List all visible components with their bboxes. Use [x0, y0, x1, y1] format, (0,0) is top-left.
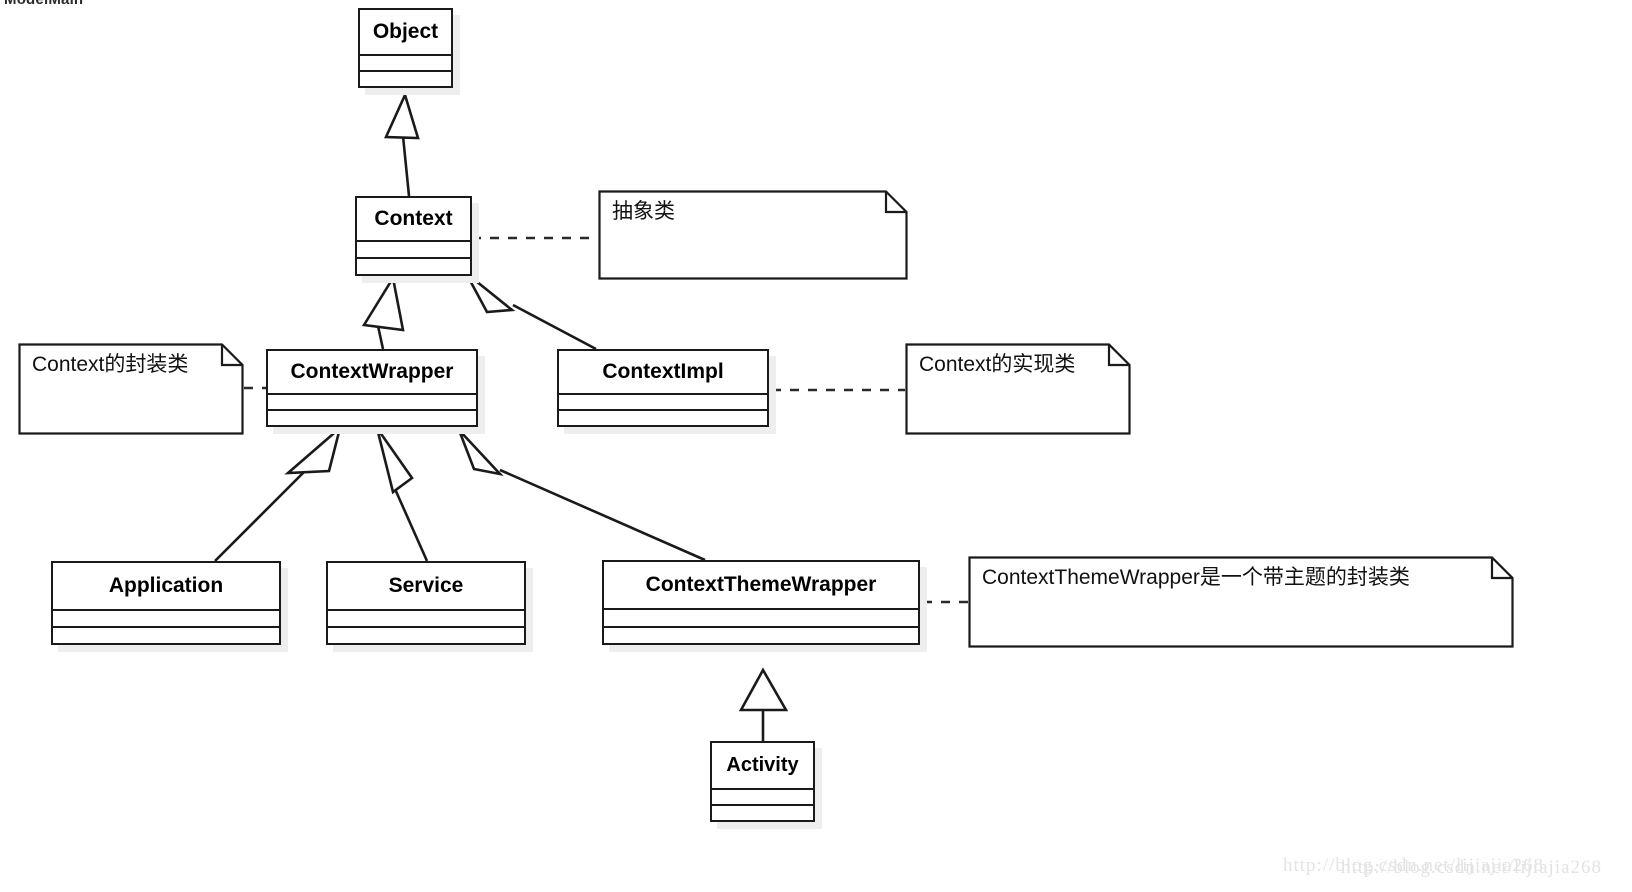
generalization-application-to-contextwrapper: [214, 424, 343, 562]
class-box-application[interactable]: Application: [51, 561, 288, 652]
class-operations-contextthemewrapper: [604, 628, 918, 644]
note-context-impl[interactable]: Context的实现类: [905, 343, 1131, 435]
note-shape: [598, 190, 908, 280]
class-operations-contextwrapper: [268, 411, 476, 425]
class-name-contextwrapper: ContextWrapper: [268, 351, 476, 395]
generalization-contextimpl-to-context: [464, 271, 597, 351]
generalization-activity-to-contextthemewrapper: [738, 667, 789, 741]
page-title: ModelMain: [4, 0, 83, 8]
note-context-theme-wrapper[interactable]: ContextThemeWrapper是一个带主题的封装类: [968, 556, 1514, 648]
class-box-contextthemewrapper[interactable]: ContextThemeWrapper: [602, 560, 927, 652]
class-box-context[interactable]: Context: [355, 196, 479, 283]
note-text-context-wrapper: Context的封装类: [32, 353, 189, 376]
watermark-url-primary: http://blog.csdn.net/lijiajia268: [1283, 855, 1545, 876]
box-body: ContextThemeWrapper: [602, 560, 920, 645]
class-operations-context: [357, 259, 470, 274]
note-text-context-theme-wrapper: ContextThemeWrapper是一个带主题的封装类: [982, 566, 1410, 589]
class-attributes-object: [360, 56, 451, 72]
note-shape: [18, 343, 244, 435]
class-name-object: Object: [360, 10, 451, 56]
class-operations-activity: [712, 806, 813, 820]
class-attributes-contextimpl: [559, 395, 767, 411]
box-body: Application: [51, 561, 281, 645]
watermark-url-secondary: http://blog.csdn.net/lijiajia268: [1341, 857, 1603, 878]
class-operations-service: [328, 628, 524, 643]
class-box-contextimpl[interactable]: ContextImpl: [557, 349, 776, 434]
class-attributes-context: [357, 242, 470, 259]
class-attributes-contextwrapper: [268, 395, 476, 411]
class-name-context: Context: [357, 198, 470, 242]
class-name-contextthemewrapper: ContextThemeWrapper: [604, 562, 918, 610]
class-attributes-contextthemewrapper: [604, 610, 918, 628]
class-box-service[interactable]: Service: [326, 561, 533, 652]
box-body: Object: [358, 8, 453, 88]
note-shape: [968, 556, 1514, 648]
class-name-service: Service: [328, 563, 524, 611]
note-text-context-impl: Context的实现类: [919, 353, 1076, 376]
class-operations-application: [53, 628, 279, 643]
generalization-contextwrapper-to-context: [361, 274, 405, 350]
class-name-application: Application: [53, 563, 279, 611]
box-body: Activity: [710, 741, 815, 822]
note-abstract[interactable]: 抽象类: [598, 190, 908, 280]
note-text-abstract: 抽象类: [612, 200, 675, 223]
generalization-contextthemewrapper-to-contextwrapper: [457, 429, 706, 562]
class-attributes-service: [328, 611, 524, 628]
class-attributes-application: [53, 611, 279, 628]
box-body: ContextWrapper: [266, 349, 478, 427]
box-body: Context: [355, 196, 472, 276]
class-name-contextimpl: ContextImpl: [559, 351, 767, 395]
class-operations-object: [360, 72, 451, 86]
box-body: ContextImpl: [557, 349, 769, 427]
generalization-service-to-contextwrapper: [375, 427, 429, 562]
generalization-context-to-object: [384, 91, 420, 197]
class-name-activity: Activity: [712, 743, 813, 790]
note-shape: [905, 343, 1131, 435]
class-box-activity[interactable]: Activity: [710, 741, 822, 829]
class-attributes-activity: [712, 790, 813, 806]
box-body: Service: [326, 561, 526, 645]
class-box-contextwrapper[interactable]: ContextWrapper: [266, 349, 485, 434]
class-box-object[interactable]: Object: [358, 8, 460, 95]
class-operations-contextimpl: [559, 411, 767, 425]
note-context-wrapper[interactable]: Context的封装类: [18, 343, 244, 435]
